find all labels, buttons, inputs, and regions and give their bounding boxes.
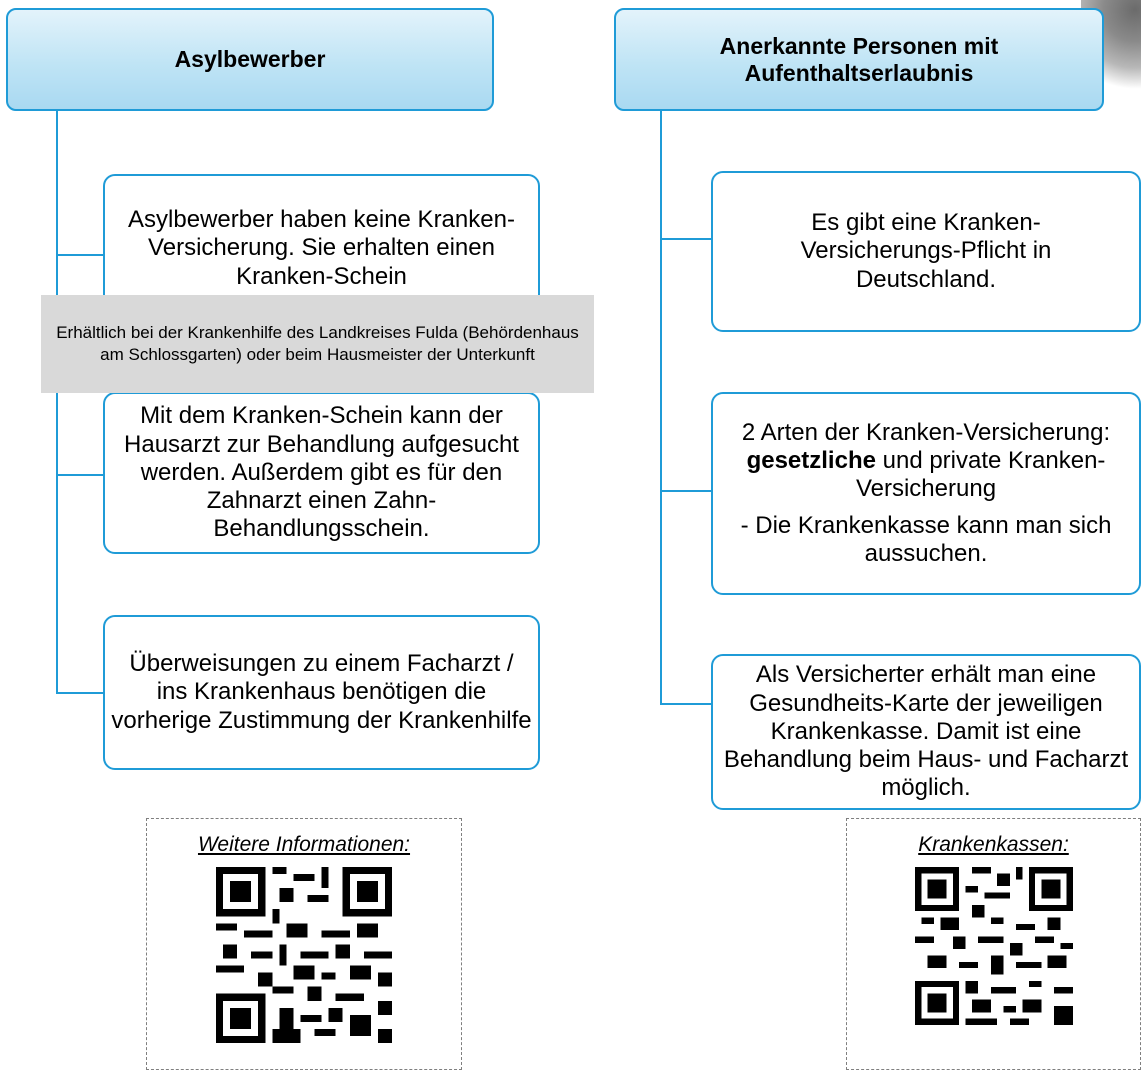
right-box-3-text: Als Versicherter erhält man eine Gesundh… <box>723 661 1129 802</box>
right-connector-branch-3 <box>660 703 712 705</box>
qr-code-icon[interactable] <box>216 867 392 1043</box>
left-box-1: Asylbewerber haben keine Kranken-Versich… <box>103 174 540 324</box>
left-header-asylbewerber: Asylbewerber <box>6 8 494 111</box>
right-header-title: Anerkannte Personen mit Aufenthaltserlau… <box>719 33 999 86</box>
left-box-2: Mit dem Kranken-Schein kann der Hausarzt… <box>103 392 540 554</box>
right-box-3: Als Versicherter erhält man eine Gesundh… <box>711 654 1141 810</box>
right-box-2-text-post: und private Kranken-Versicherung <box>855 447 1106 503</box>
right-header-anerkannte: Anerkannte Personen mit Aufenthaltserlau… <box>614 8 1104 111</box>
qr-code-icon[interactable] <box>914 867 1073 1025</box>
right-box-1-text: Es gibt eine Kranken-Versicherungs-Pflic… <box>800 209 1052 293</box>
left-connector-branch-2 <box>56 474 104 476</box>
right-connector-branch-2 <box>660 490 712 492</box>
right-connector-branch-1 <box>660 238 712 240</box>
right-box-2-text-pre: 2 Arten der Kranken-Versicherung: <box>741 418 1111 446</box>
right-box-2-line2: - Die Krankenkasse kann man sich aussuch… <box>740 511 1112 567</box>
left-qr-caption: Weitere Informationen: <box>197 833 411 856</box>
right-box-2: 2 Arten der Kranken-Versicherung: gesetz… <box>711 392 1141 595</box>
left-box-2-text: Mit dem Kranken-Schein kann der Hausarzt… <box>124 402 519 543</box>
right-box-2-text-bold: gesetzliche <box>746 447 876 475</box>
right-box-2-text: 2 Arten der Kranken-Versicherung: gesetz… <box>719 419 1133 504</box>
left-box-3: Überweisungen zu einem Facharzt / ins Kr… <box>103 615 540 770</box>
left-connector-vertical <box>56 110 58 694</box>
left-connector-branch-1 <box>56 254 104 256</box>
right-qr-panel: Krankenkassen: <box>846 818 1141 1070</box>
right-connector-vertical <box>660 110 662 705</box>
note-krankenschein: Erhältlich bei der Krankenhilfe des Land… <box>41 295 594 393</box>
note-text: Erhältlich bei der Krankenhilfe des Land… <box>56 322 579 364</box>
left-box-1-text: Asylbewerber haben keine Kranken-Versich… <box>128 206 515 290</box>
left-connector-branch-3 <box>56 692 104 694</box>
left-header-title: Asylbewerber <box>174 46 326 73</box>
right-qr-caption: Krankenkassen: <box>918 833 1069 856</box>
left-qr-panel: Weitere Informationen: <box>146 818 462 1070</box>
right-box-1: Es gibt eine Kranken-Versicherungs-Pflic… <box>711 171 1141 332</box>
left-box-3-text: Überweisungen zu einem Facharzt / ins Kr… <box>111 650 532 734</box>
